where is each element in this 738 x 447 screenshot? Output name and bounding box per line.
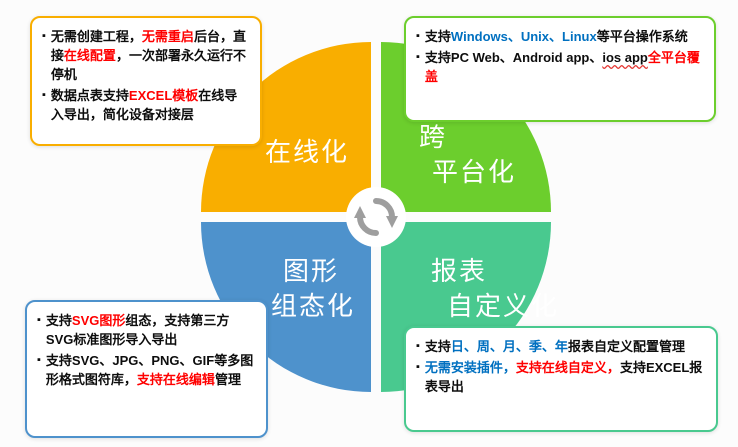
bullet-text: 支持Windows、Unix、Linux等平台操作系统 <box>424 29 688 44</box>
list-item: ▪ 无需安装插件，支持在线自定义，支持EXCEL报表导出 <box>416 358 706 396</box>
list-item: ▪ 支持SVG图形组态，支持第三方SVG标准图形导入导出 <box>37 311 256 349</box>
callout-graphic-list: ▪ 支持SVG图形组态，支持第三方SVG标准图形导入导出 ▪ 支持SVG、JPG… <box>37 311 256 389</box>
quadrant-label-line: 平台化 <box>432 157 517 187</box>
quadrant-report-label: 报表 自定义化 <box>431 254 559 324</box>
bullet-text: 无需安装插件，支持在线自定义，支持EXCEL报表导出 <box>424 360 703 394</box>
quadrant-label-line: 图形 <box>283 256 340 286</box>
quadrant-label-line: 组态化 <box>271 291 356 321</box>
list-item: ▪ 无需创建工程，无需重启后台，直接在线配置，一次部署永久运行不停机 <box>42 27 250 84</box>
bullet-marker: ▪ <box>416 30 420 42</box>
quadrant-online-label: 在线化 <box>265 135 349 170</box>
callout-online-list: ▪ 无需创建工程，无需重启后台，直接在线配置，一次部署永久运行不停机 ▪ 数据点… <box>42 27 250 124</box>
bullet-text: 数据点表支持EXCEL模板在线导入导出，简化设备对接层 <box>50 88 238 122</box>
quadrant-label-line: 自定义化 <box>447 291 560 321</box>
bullet-text: 支持SVG、JPG、PNG、GIF等多图形格式图符库，支持在线编辑管理 <box>45 353 254 387</box>
bullet-marker: ▪ <box>37 354 41 366</box>
list-item: ▪ 支持SVG、JPG、PNG、GIF等多图形格式图符库，支持在线编辑管理 <box>37 351 256 389</box>
quadrant-label-line: 跨 <box>419 122 448 152</box>
callout-report-list: ▪ 支持日、周、月、季、年报表自定义配置管理 ▪ 无需安装插件，支持在线自定义，… <box>416 337 706 396</box>
bullet-marker: ▪ <box>416 340 420 352</box>
callout-cross-platform: ▪ 支持Windows、Unix、Linux等平台操作系统 ▪ 支持PC Web… <box>404 16 716 122</box>
bullet-marker: ▪ <box>42 89 46 101</box>
list-item: ▪ 支持PC Web、Android app、ios app全平台覆盖 <box>416 48 704 86</box>
callout-graphic: ▪ 支持SVG图形组态，支持第三方SVG标准图形导入导出 ▪ 支持SVG、JPG… <box>25 300 268 438</box>
bullet-marker: ▪ <box>416 361 420 373</box>
callout-online: ▪ 无需创建工程，无需重启后台，直接在线配置，一次部署永久运行不停机 ▪ 数据点… <box>30 16 262 146</box>
quadrant-cross-platform-label: 跨 平台化 <box>419 120 516 190</box>
list-item: ▪ 数据点表支持EXCEL模板在线导入导出，简化设备对接层 <box>42 86 250 124</box>
quadrant-graphic-label: 图形 组态化 <box>271 254 355 324</box>
bullet-text: 支持日、周、月、季、年报表自定义配置管理 <box>424 339 685 354</box>
bullet-text: 无需创建工程，无需重启后台，直接在线配置，一次部署永久运行不停机 <box>50 29 246 82</box>
bullet-text: 支持PC Web、Android app、ios app全平台覆盖 <box>424 50 700 84</box>
bullet-marker: ▪ <box>416 51 420 63</box>
list-item: ▪ 支持Windows、Unix、Linux等平台操作系统 <box>416 27 704 46</box>
sync-arrows-icon <box>346 187 406 247</box>
sync-arrows-svg <box>346 187 406 247</box>
bullet-marker: ▪ <box>42 30 46 42</box>
callout-report: ▪ 支持日、周、月、季、年报表自定义配置管理 ▪ 无需安装插件，支持在线自定义，… <box>404 326 718 432</box>
callout-cross-platform-list: ▪ 支持Windows、Unix、Linux等平台操作系统 ▪ 支持PC Web… <box>416 27 704 86</box>
quadrant-label-line: 报表 <box>431 256 488 286</box>
bullet-marker: ▪ <box>37 314 41 326</box>
bullet-text: 支持SVG图形组态，支持第三方SVG标准图形导入导出 <box>45 313 230 347</box>
list-item: ▪ 支持日、周、月、季、年报表自定义配置管理 <box>416 337 706 356</box>
quadrant-label-line: 在线化 <box>264 137 349 167</box>
